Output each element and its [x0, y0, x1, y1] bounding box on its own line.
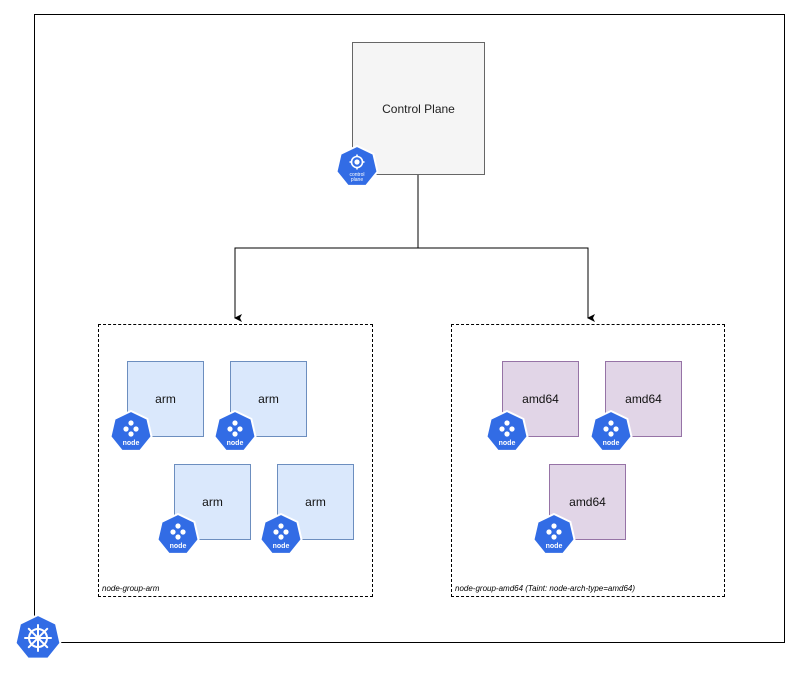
node-icon: node: [213, 410, 257, 452]
connector-to-arm-group: [234, 175, 419, 322]
node-icon-label: node: [170, 543, 187, 550]
node-icon: node: [109, 410, 153, 452]
node-icon-label: node: [603, 440, 620, 447]
node-box-label: amd64: [625, 392, 662, 406]
node-box-label: amd64: [569, 495, 606, 509]
connector-to-amd64-group: [418, 247, 595, 322]
control-plane-icon-label: control: [349, 172, 364, 178]
kubernetes-helm-icon: [14, 614, 62, 660]
node-icon-label: node: [273, 543, 290, 550]
node-box-amd64: amd64: [502, 361, 579, 437]
node-icon-label: node: [123, 440, 140, 447]
node-box-label: arm: [202, 495, 223, 509]
node-icon: node: [156, 513, 200, 555]
node-icon: node: [485, 410, 529, 452]
node-box-amd64: amd64: [605, 361, 682, 437]
node-icon-label: node: [227, 440, 244, 447]
cluster-frame: [34, 14, 785, 643]
control-plane-label: Control Plane: [382, 101, 455, 116]
node-group-label: node-group-amd64 (Taint: node-arch-type=…: [455, 584, 636, 593]
node-group-amd64: node-group-amd64 (Taint: node-arch-type=…: [451, 324, 725, 597]
node-icon-label: node: [499, 440, 516, 447]
node-box-label: amd64: [522, 392, 559, 406]
node-icon-label: node: [546, 543, 563, 550]
control-plane-icon: control plane: [335, 145, 379, 187]
node-box-arm: arm: [174, 464, 251, 540]
control-plane-icon-label: plane: [351, 177, 363, 183]
node-box-label: arm: [155, 392, 176, 406]
node-box-label: arm: [305, 495, 326, 509]
node-icon: node: [532, 513, 576, 555]
control-plane-box: Control Plane: [352, 42, 485, 175]
node-group-arm: node-group-arm: [98, 324, 373, 597]
node-box-label: arm: [258, 392, 279, 406]
node-icon: node: [589, 410, 633, 452]
node-icon: node: [259, 513, 303, 555]
node-group-label: node-group-arm: [102, 584, 160, 593]
